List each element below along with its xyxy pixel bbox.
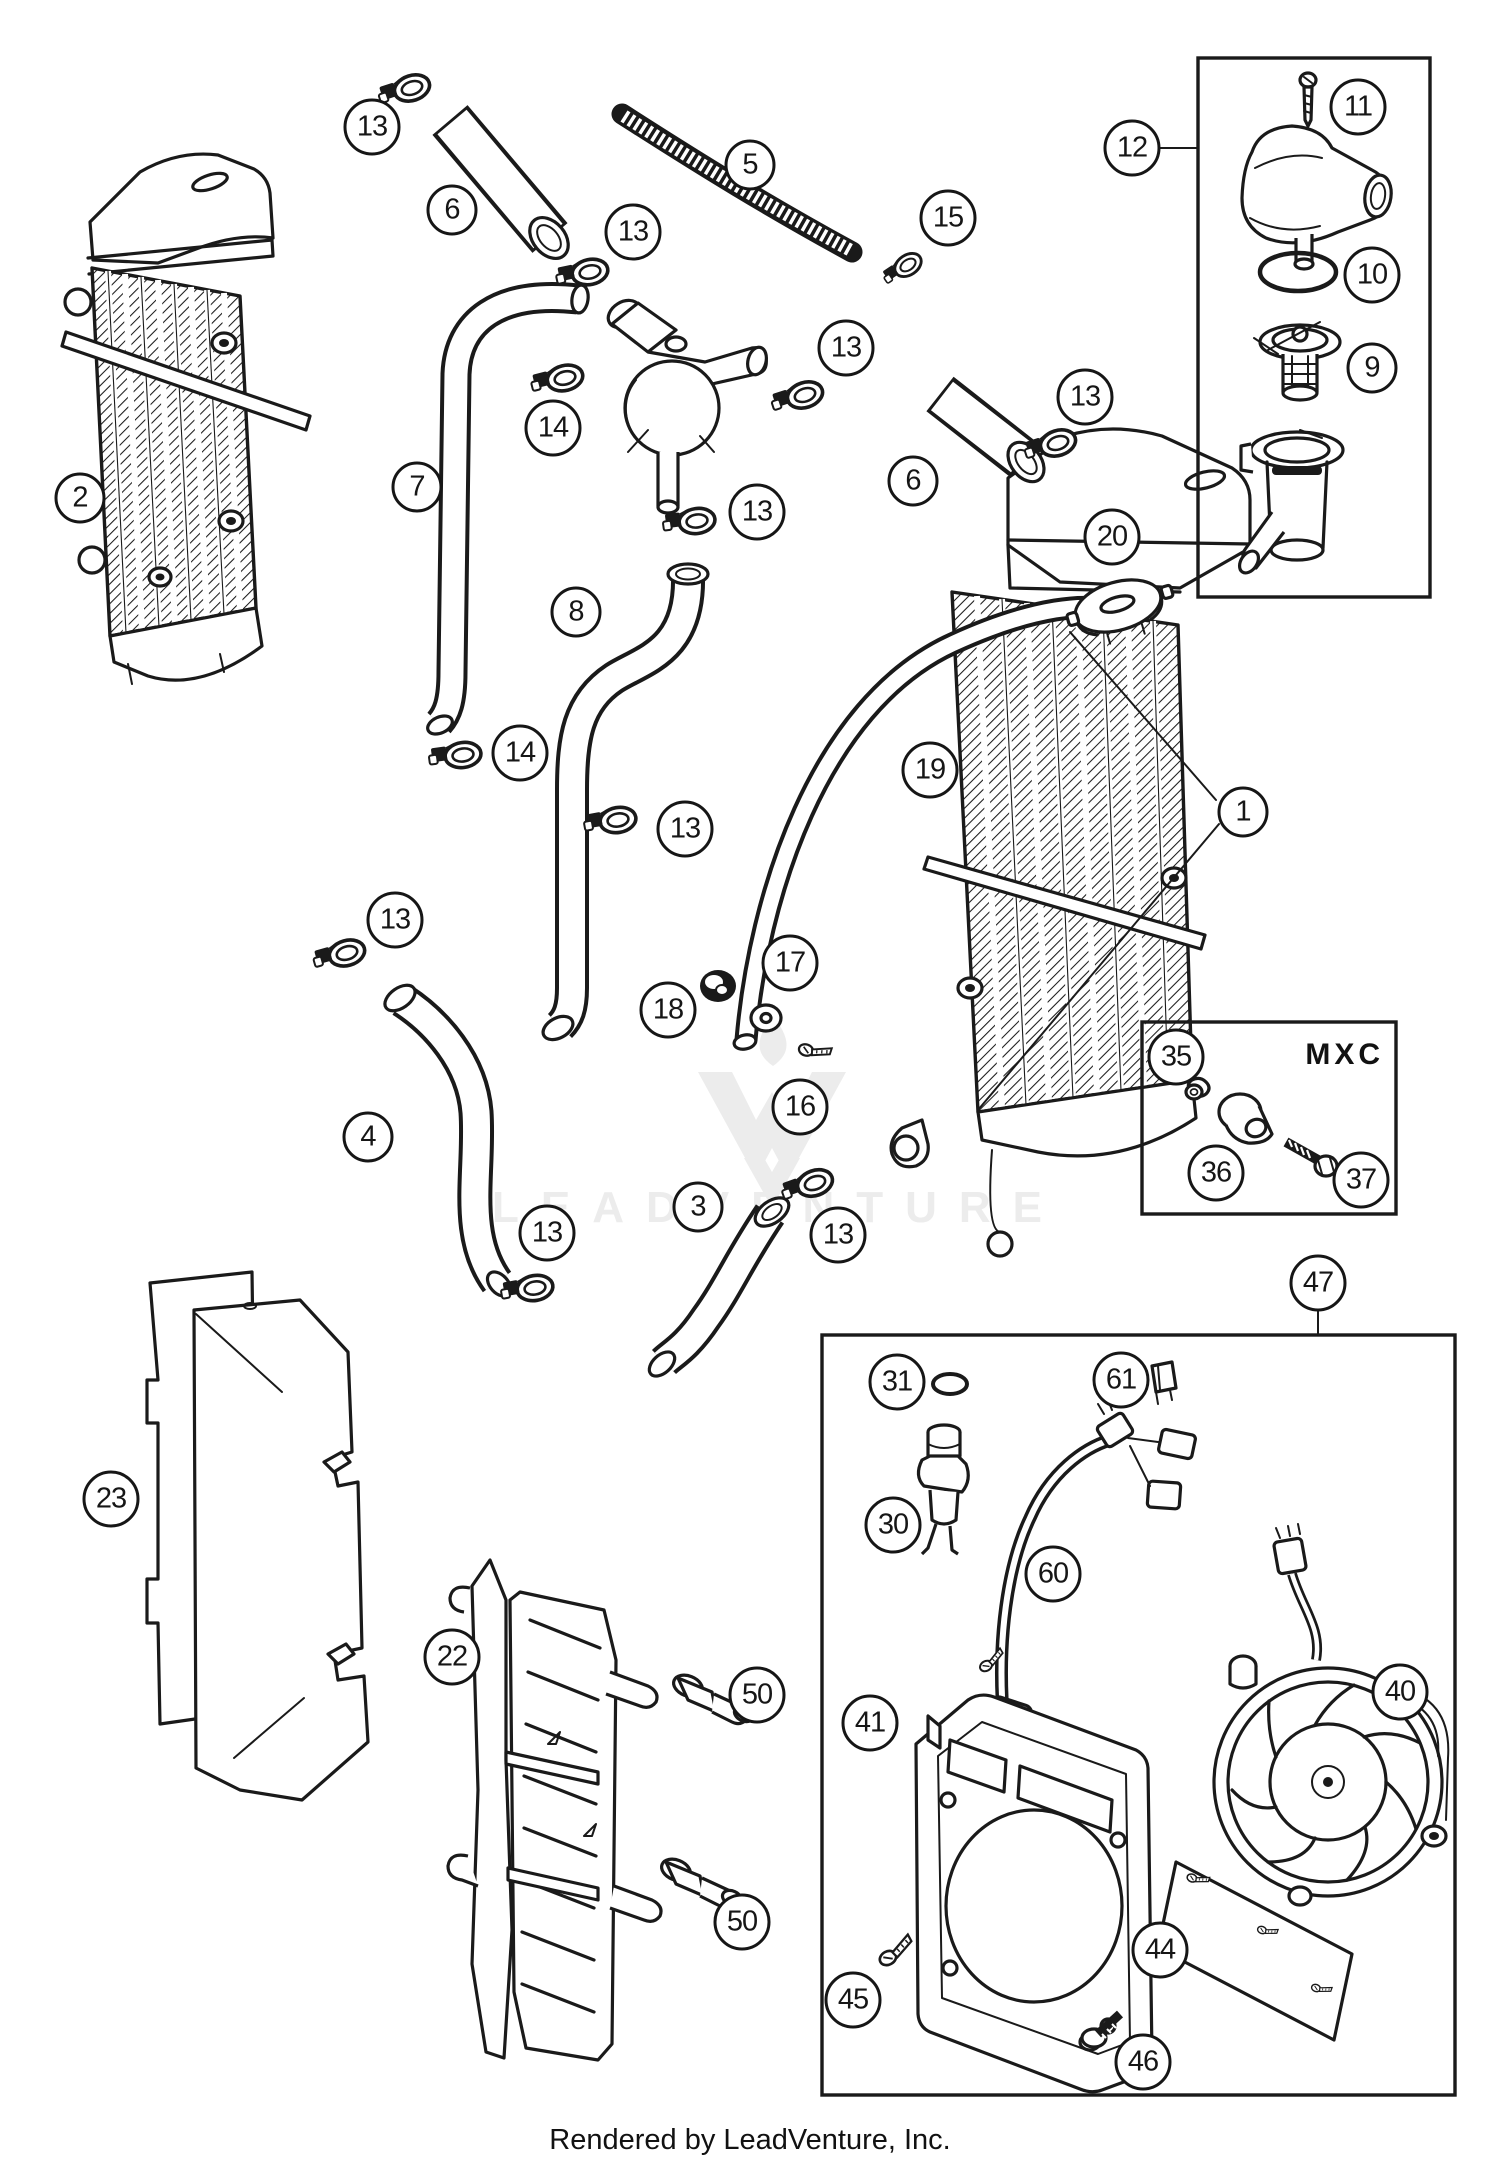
callout-2[interactable]: 2 [54,472,106,524]
left-radiator [60,152,312,685]
callout-60[interactable]: 60 [1024,1545,1082,1603]
callout-50[interactable]: 50 [713,1893,771,1951]
hose-6-upper [432,105,570,261]
callout-13[interactable]: 13 [656,800,714,858]
mxc-detail-box [1140,1020,1398,1216]
mxc-label: MXC [1305,1038,1384,1071]
callout-35[interactable]: 35 [1147,1028,1205,1086]
callout-4[interactable]: 4 [342,1111,394,1163]
hose-7 [426,282,590,736]
callout-1[interactable]: 1 [1217,786,1269,838]
callout-23[interactable]: 23 [82,1470,140,1528]
callout-13[interactable]: 13 [1056,368,1114,426]
callout-36[interactable]: 36 [1187,1144,1245,1202]
radiator-cap [1065,578,1175,645]
callout-9[interactable]: 9 [1346,342,1398,394]
callout-45[interactable]: 45 [824,1971,882,2029]
callout-10[interactable]: 10 [1343,246,1401,304]
callout-13[interactable]: 13 [728,483,786,541]
fan-mount-plate [1156,1860,1354,2042]
water-pump [606,298,768,515]
callout-30[interactable]: 30 [864,1496,922,1554]
thermostat-detail-box [1159,56,1432,599]
callout-14[interactable]: 14 [524,399,582,457]
screw-46 [1078,2010,1124,2052]
hose-6-lower [926,376,1046,484]
callout-41[interactable]: 41 [841,1694,899,1752]
hose-8 [541,562,710,1042]
callout-40[interactable]: 40 [1371,1663,1429,1721]
callout-13[interactable]: 13 [518,1204,576,1262]
callout-37[interactable]: 37 [1332,1151,1390,1209]
callout-50[interactable]: 50 [728,1666,786,1724]
callout-13[interactable]: 13 [809,1206,867,1264]
fan-shroud [914,1647,1154,2094]
callout-20[interactable]: 20 [1083,508,1141,566]
callout-47[interactable]: 47 [1289,1254,1347,1312]
callout-13[interactable]: 13 [343,98,401,156]
callout-17[interactable]: 17 [761,934,819,992]
callout-16[interactable]: 16 [771,1078,829,1136]
right-radiator [889,427,1252,1258]
callout-14[interactable]: 14 [491,724,549,782]
fan-detail-box [820,1309,1457,2097]
callout-61[interactable]: 61 [1092,1351,1150,1409]
callout-6[interactable]: 6 [887,455,939,507]
callout-11[interactable]: 11 [1329,78,1387,136]
callout-13[interactable]: 13 [604,203,662,261]
fuse [1150,1360,1178,1405]
hose-3 [647,1196,791,1378]
thermo-switch [916,1423,970,1556]
hose-4 [383,983,513,1298]
callout-22[interactable]: 22 [423,1628,481,1686]
callout-3[interactable]: 3 [672,1181,724,1233]
callout-5[interactable]: 5 [724,139,776,191]
radiator-guard-23 [145,1270,370,1802]
callout-19[interactable]: 19 [901,741,959,799]
callout-12[interactable]: 12 [1103,119,1161,177]
cooling-fan [1212,1654,1450,1907]
callout-46[interactable]: 46 [1114,2033,1172,2091]
callout-8[interactable]: 8 [550,586,602,638]
mount-grommet-set [700,970,833,1064]
callout-6[interactable]: 6 [426,184,478,236]
callout-13[interactable]: 13 [817,319,875,377]
footer-credit: Rendered by LeadVenture, Inc. [549,2124,951,2156]
callout-7[interactable]: 7 [391,461,443,513]
callout-44[interactable]: 44 [1131,1921,1189,1979]
radiator-louver-22 [446,1558,663,2062]
callout-31[interactable]: 31 [868,1353,926,1411]
callout-15[interactable]: 15 [919,189,977,247]
callout-18[interactable]: 18 [639,981,697,1039]
callout-13[interactable]: 13 [366,891,424,949]
